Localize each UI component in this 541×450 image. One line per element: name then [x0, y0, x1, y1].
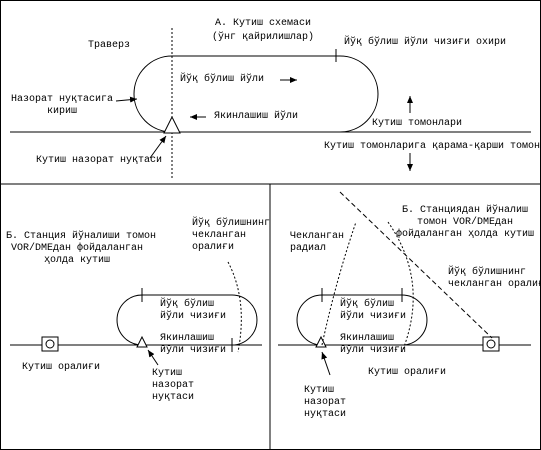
- panel-b-distance-label: Кутиш оралиғи: [22, 362, 101, 373]
- panel-a-traverse-label: Траверз: [88, 40, 131, 51]
- panel-c-graphic: [278, 191, 531, 376]
- panel-b-limit-label: Йўқ бўлишнинг чекланган оралиғи: [192, 218, 271, 253]
- panel-c-fix-triangle: [315, 335, 327, 348]
- panel-b-station-box: [41, 336, 59, 352]
- panel-b-fix-triangle: [136, 335, 148, 348]
- panel-c-limit-arc: [387, 221, 414, 353]
- panel-b-title: Б. Станция йўналиши томон VOR/DMEдан фой…: [6, 231, 157, 266]
- panel-b-fix-pointer: [147, 349, 159, 366]
- panel-a-entry-pointer: [115, 96, 138, 103]
- panel-b-graphic: [10, 261, 262, 366]
- panel-a-entry-label: Назорат нуқтасига кириш: [10, 94, 114, 117]
- panel-a-non-holding-side-label: Кутиш томонларига қарама-қарши томон: [324, 141, 541, 152]
- panel-a-outbound-leg-label: Йўқ бўлиш йўли: [180, 74, 265, 85]
- panel-b-station-circle: [45, 339, 55, 349]
- panel-b-fix-label: Кутиш назорат нуқтаси: [152, 368, 195, 403]
- panel-b-inbound-leg-label: Якинлашиш йўли чизиғи: [160, 333, 227, 356]
- panel-c-limiting-radial: [339, 191, 493, 339]
- panel-c-outbound-leg-label: Йўқ бўлиш йўли чизиғи: [340, 299, 407, 322]
- panel-c-distance-label: Кутиш оралиғи: [368, 367, 447, 378]
- panel-b-racetrack: [116, 294, 258, 346]
- panel-a-fix-label: Кутиш назорат нуқтаси: [36, 155, 163, 166]
- panel-a-racetrack: [133, 55, 379, 133]
- panel-c-station-circle: [486, 339, 496, 349]
- panel-c-radial-pointer: [321, 221, 357, 346]
- panel-c-radial-label: Чекланган радиал: [290, 231, 345, 254]
- panel-a-holding-side-label: Кутиш томонлари: [372, 118, 463, 129]
- panel-a-inbound-leg-label: Якинлашиш йўли: [214, 111, 299, 122]
- panel-c-fix-pointer: [321, 351, 331, 376]
- panel-a-graphic: [10, 28, 531, 178]
- panel-b-outbound-leg-label: Йўқ бўлиш йўли чизиғи: [160, 299, 227, 322]
- panel-c-station-box: [482, 336, 500, 352]
- panel-a-subtitle: (ўнг қайрилишлар): [211, 32, 315, 43]
- panel-c-inbound-leg-label: Якинлашиш йўли чизиғи: [340, 333, 407, 356]
- panel-c-title: Б. Станциядан йўналиш томон VOR/DMEдан ф…: [396, 205, 535, 240]
- panel-a-outbound-end-label: Йўқ бўлиш йўли чизиғи охири: [344, 37, 507, 48]
- panel-a-fix-pointer: [149, 135, 167, 159]
- panel-c-limit-label: Йўқ бўлишнинг чекланган оралиғи: [448, 267, 541, 290]
- panel-a-title: А. Кутиш схемаси: [214, 18, 311, 29]
- panel-b-limit-arc: [227, 261, 242, 353]
- panel-c-fix-label: Кутиш назорат нуқтаси: [304, 385, 347, 420]
- panel-a-fix-triangle: [163, 115, 181, 134]
